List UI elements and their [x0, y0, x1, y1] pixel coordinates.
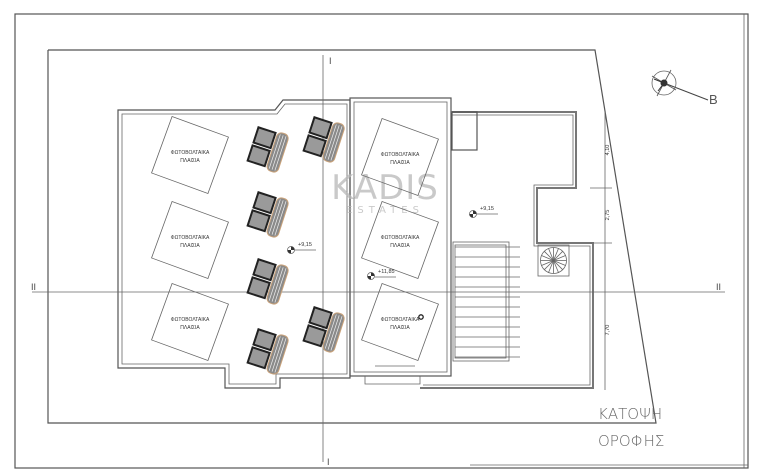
- dimension-label: 7,70: [605, 325, 611, 336]
- dimension-label: 2,75: [605, 210, 611, 221]
- section-label-top: I: [329, 56, 332, 66]
- solar-water-heater: [246, 191, 289, 238]
- spiral-tread: [553, 255, 566, 261]
- spiral-tread: [541, 255, 554, 261]
- drawing-title-line1: ΚΑΤΟΨΗ: [598, 405, 662, 423]
- pv-label: ΠΛΑΙΣΙΑ: [180, 243, 200, 249]
- spiral-tread: [544, 251, 554, 261]
- level-label: +9,15: [480, 206, 494, 212]
- pv-label: ΠΛΑΙΣΙΑ: [180, 158, 200, 164]
- level-marker: +9,15: [469, 206, 498, 218]
- spiral-tread: [548, 248, 554, 261]
- pv-label: ΦΩΤΟΒΟΛΤΑΙΚΑ: [171, 317, 210, 323]
- spiral-staircase: [537, 244, 570, 277]
- pv-label: ΠΛΑΙΣΙΑ: [390, 243, 410, 249]
- drain-point: [418, 314, 424, 320]
- section-axis-horizontal: II II: [31, 282, 725, 293]
- central-roof-strip: [349, 97, 452, 385]
- pv-panel: ΦΩΤΟΒΟΛΤΑΙΚΑ ΠΛΑΙΣΙΑ: [151, 201, 229, 279]
- section-label-left: II: [31, 282, 36, 292]
- drawing-title-line2: ΟΡΟΦΗΣ: [598, 432, 664, 450]
- solar-water-heater: [246, 126, 289, 173]
- section-axis-vertical: I I: [322, 55, 332, 467]
- pv-panel: ΦΩΤΟΒΟΛΤΑΙΚΑ ΠΛΑΙΣΙΑ: [151, 116, 229, 194]
- spiral-tread: [553, 251, 563, 261]
- stair-rungs: [452, 241, 520, 362]
- spiral-tread: [553, 260, 559, 273]
- compass-icon: [651, 70, 677, 96]
- pv-label: ΦΩΤΟΒΟΛΤΑΙΚΑ: [171, 235, 210, 241]
- solar-water-heater: [246, 328, 289, 375]
- level-marker: +11,85: [367, 269, 396, 280]
- pv-panel: ΦΩΤΟΒΟΛΤΑΙΚΑ ΠΛΑΙΣΙΑ: [361, 118, 439, 196]
- north-label: B: [709, 92, 718, 107]
- pv-label: ΦΩΤΟΒΟΛΤΑΙΚΑ: [381, 317, 420, 323]
- pv-label: ΠΛΑΙΣΙΑ: [390, 325, 410, 331]
- section-label-right: II: [716, 282, 721, 292]
- plot-boundary: [47, 49, 657, 424]
- pv-label: ΦΩΤΟΒΟΛΤΑΙΚΑ: [381, 235, 420, 241]
- watermark-line2: ESTATES: [346, 205, 424, 216]
- dimension-chain: 4,10 2,75 7,70: [590, 112, 612, 390]
- roof-box: [451, 111, 478, 151]
- spiral-tread: [544, 260, 554, 270]
- pv-label: ΦΩΤΟΒΟΛΤΑΙΚΑ: [171, 150, 210, 156]
- dimension-label: 4,10: [605, 145, 611, 156]
- level-marker: +9,15: [287, 242, 316, 254]
- spiral-tread: [553, 260, 566, 266]
- level-label: +9,15: [298, 242, 312, 248]
- pv-label: ΠΛΑΙΣΙΑ: [390, 160, 410, 166]
- pv-label: ΠΛΑΙΣΙΑ: [180, 325, 200, 331]
- solar-water-heater: [246, 258, 289, 305]
- solar-water-heater: [302, 306, 345, 353]
- pv-panel: ΦΩΤΟΒΟΛΤΑΙΚΑ ΠΛΑΙΣΙΑ: [361, 283, 439, 361]
- solar-water-heater: [302, 116, 345, 163]
- north-arrow: B: [651, 69, 718, 107]
- spiral-tread: [548, 260, 554, 273]
- section-label-bottom: I: [327, 457, 330, 467]
- spiral-tread: [553, 260, 563, 270]
- pv-panel: ΦΩΤΟΒΟΛΤΑΙΚΑ ΠΛΑΙΣΙΑ: [361, 201, 439, 279]
- right-roof-block: [420, 111, 594, 389]
- watermark-line1: KADIS: [331, 168, 439, 208]
- sheet-border: [14, 13, 749, 469]
- spiral-tread: [553, 248, 559, 261]
- pv-label: ΦΩΤΟΒΟΛΤΑΙΚΑ: [381, 152, 420, 158]
- solar-water-heaters: [246, 116, 345, 375]
- level-label: +11,85: [378, 269, 395, 275]
- pv-panel: ΦΩΤΟΒΟΛΤΑΙΚΑ ΠΛΑΙΣΙΑ: [151, 283, 229, 361]
- watermark-logo: KADIS ESTATES: [331, 168, 439, 216]
- spiral-tread: [541, 260, 554, 266]
